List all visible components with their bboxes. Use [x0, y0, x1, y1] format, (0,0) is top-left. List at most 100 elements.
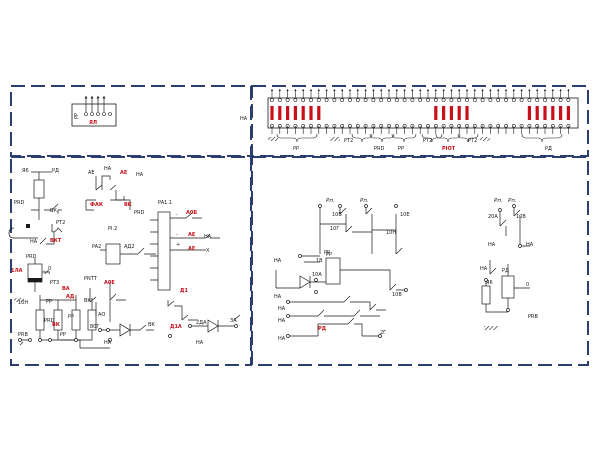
- lamp-arc: [8, 227, 15, 239]
- label-ad: АД: [66, 294, 75, 300]
- resistor-bank-3: [71, 309, 81, 331]
- strip-terminal: [316, 98, 321, 102]
- strip-red-mark: [301, 106, 305, 120]
- strip-terminal: [519, 98, 524, 102]
- strip-red-mark: [286, 106, 290, 120]
- strip-terminal: [371, 98, 376, 102]
- strip-red-mark: [527, 106, 531, 120]
- label-minus2: -: [176, 212, 178, 218]
- label-80g: 80Г: [90, 324, 99, 330]
- strip-terminal: [496, 98, 501, 102]
- terminal-arrows: [84, 95, 106, 112]
- label-ha2: НА: [136, 172, 144, 178]
- label-bk-red2: ВК: [52, 322, 61, 328]
- side-label: НА: [240, 116, 248, 122]
- label-prd2: PRD: [134, 210, 144, 216]
- label-c-ha2: НА: [274, 294, 282, 300]
- label-10a: 10А: [312, 272, 322, 278]
- group-label-6: PIOT: [442, 146, 456, 152]
- bottom-right-labels: Рп. Рп. 20А 10В НА НА PД Я6 0 PRB НА: [480, 198, 538, 320]
- label-r-zero: 0: [526, 282, 529, 288]
- label-ao: АО: [98, 312, 105, 318]
- label-10n: 10Н: [18, 300, 28, 306]
- strip-terminal: [566, 98, 571, 102]
- strip-terminal: [402, 98, 407, 102]
- group-label-8: PД: [545, 146, 552, 152]
- label-pa11: PA1.1: [158, 200, 172, 206]
- label-ae-red: АЕ: [120, 170, 128, 176]
- strip-terminal: [550, 98, 555, 102]
- label-ha1: НА: [104, 166, 112, 172]
- strip-terminal: [527, 98, 532, 102]
- group-braces: [276, 133, 563, 143]
- label-pi2: PI.2: [108, 226, 117, 232]
- label-10n: 10Н: [386, 230, 396, 236]
- box-red-label: ЯЛ: [89, 120, 97, 126]
- label-bk3: ВК: [148, 322, 155, 328]
- top-left-panel: PP ЯЛ: [71, 95, 117, 127]
- strip-terminal: [355, 98, 360, 102]
- label-10e: 10Е: [400, 212, 410, 218]
- label-ha8: НА: [104, 340, 112, 346]
- label-ad2: АД2: [124, 244, 135, 250]
- group-label-4: PP: [398, 146, 404, 152]
- strip-red-mark: [442, 106, 446, 120]
- strip-terminal: [285, 98, 290, 102]
- strip-terminal: [309, 98, 313, 102]
- label-c-ha5: НА: [278, 336, 286, 342]
- label-bkt: ВКТ: [50, 238, 62, 244]
- bottom-left-panel: [8, 171, 241, 349]
- relay-1v: [325, 257, 341, 285]
- strip-terminal: [441, 98, 446, 102]
- strip-terminal: [558, 98, 563, 102]
- label-d1: Д1: [180, 288, 188, 294]
- group-label-5: PT2: [423, 138, 432, 144]
- strip-terminal: [301, 98, 306, 102]
- label-2da: 2ДА: [196, 320, 207, 326]
- label-c-pd: PД: [318, 326, 327, 332]
- bottom-right-border: [251, 156, 589, 366]
- strip-terminal: [433, 98, 438, 102]
- strip-red-mark: [559, 106, 563, 120]
- strip-terminal: [543, 98, 547, 102]
- label-bk-red: ВК: [124, 202, 133, 208]
- label-pt2: PT2: [56, 220, 65, 226]
- strip-red-mark: [566, 106, 570, 120]
- label-ha4: НА: [30, 239, 38, 245]
- strip-terminal: [348, 98, 352, 102]
- label-prd5: PRD: [44, 318, 54, 324]
- group-label-2: PT2: [344, 138, 353, 144]
- label-pt3: PT3: [50, 280, 59, 286]
- label-pp: PP: [46, 299, 52, 305]
- strip-terminal: [340, 98, 345, 102]
- strip-red-mark: [434, 106, 438, 120]
- label-r6: Я6: [22, 168, 29, 174]
- label-a0b: А0Б: [186, 210, 197, 216]
- label-bk: ВК: [50, 208, 57, 214]
- strip-terminal: [410, 98, 415, 102]
- bottom-center-labels: Рп. Рп. 10В 10Е 10Г 10Н НА PP 1В PP НА 1…: [274, 198, 410, 342]
- label-20a: 20А: [488, 214, 498, 220]
- label-center-top1: Рп.: [326, 198, 335, 204]
- label-pa2: PA2: [92, 244, 101, 250]
- strip-terminal: [277, 98, 282, 102]
- strip-red-mark: [543, 106, 547, 120]
- strip-terminal: [394, 98, 399, 102]
- strip-terminal: [293, 98, 298, 102]
- resistor-bank-1: [35, 309, 45, 331]
- strip-terminal: [270, 98, 274, 102]
- strip-terminal: [363, 98, 368, 102]
- strip-red-mark: [317, 106, 321, 120]
- strip-terminal: [504, 98, 508, 102]
- resistor-r6-right: [481, 285, 491, 305]
- strip-terminal: [332, 98, 337, 102]
- strip-terminal: [387, 98, 391, 102]
- label-c-pp2: PP: [326, 252, 332, 258]
- ground-hatch-2: [330, 137, 340, 141]
- relay-pd-right: [501, 275, 515, 299]
- label-center-top2: Рп.: [360, 198, 369, 204]
- strip-terminal: [379, 98, 384, 102]
- label-pp2: PP: [68, 314, 74, 320]
- strip-red-mark: [278, 106, 282, 120]
- relay-pa2: [105, 243, 121, 265]
